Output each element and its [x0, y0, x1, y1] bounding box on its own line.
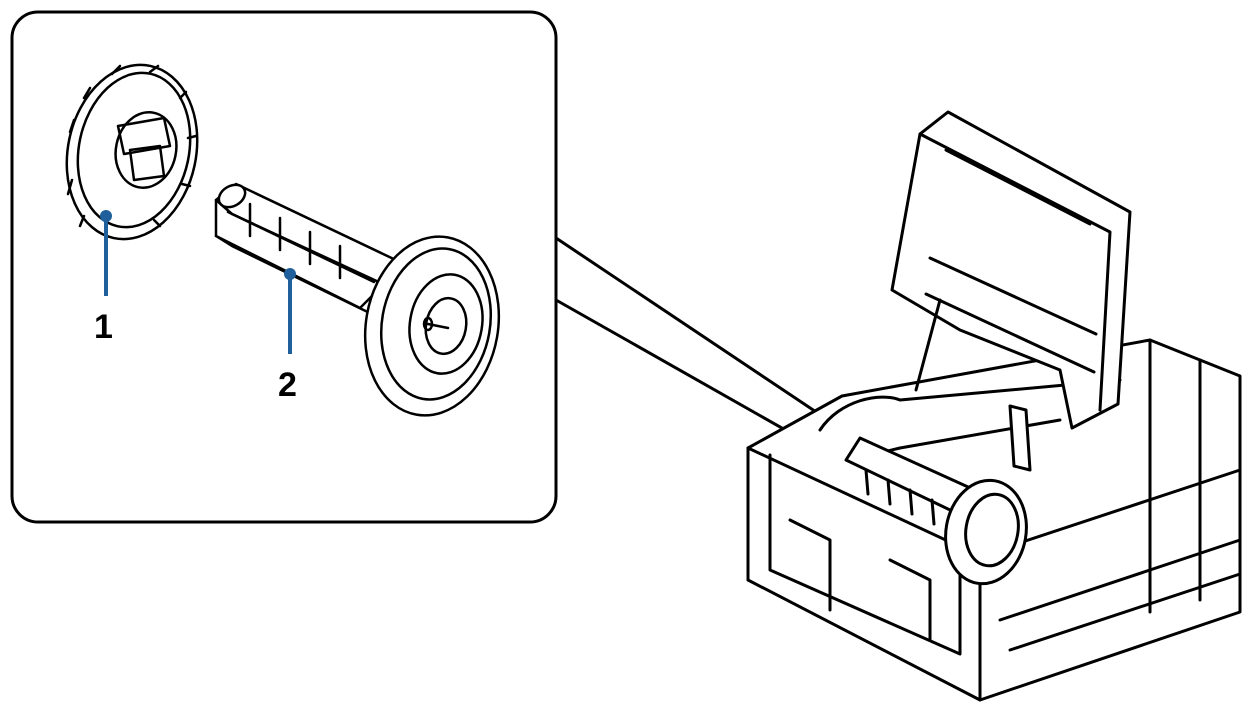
- callout-2: 2: [278, 268, 297, 404]
- leader-dot-1: [100, 210, 112, 222]
- callout-number-1: 1: [94, 308, 113, 346]
- spindle-part: [214, 182, 501, 417]
- flange-part: [65, 63, 199, 241]
- callout-1: 1: [94, 210, 113, 346]
- printer-illustration: [746, 110, 1242, 702]
- leader-dot-2: [284, 268, 296, 280]
- callout-number-2: 2: [278, 366, 297, 404]
